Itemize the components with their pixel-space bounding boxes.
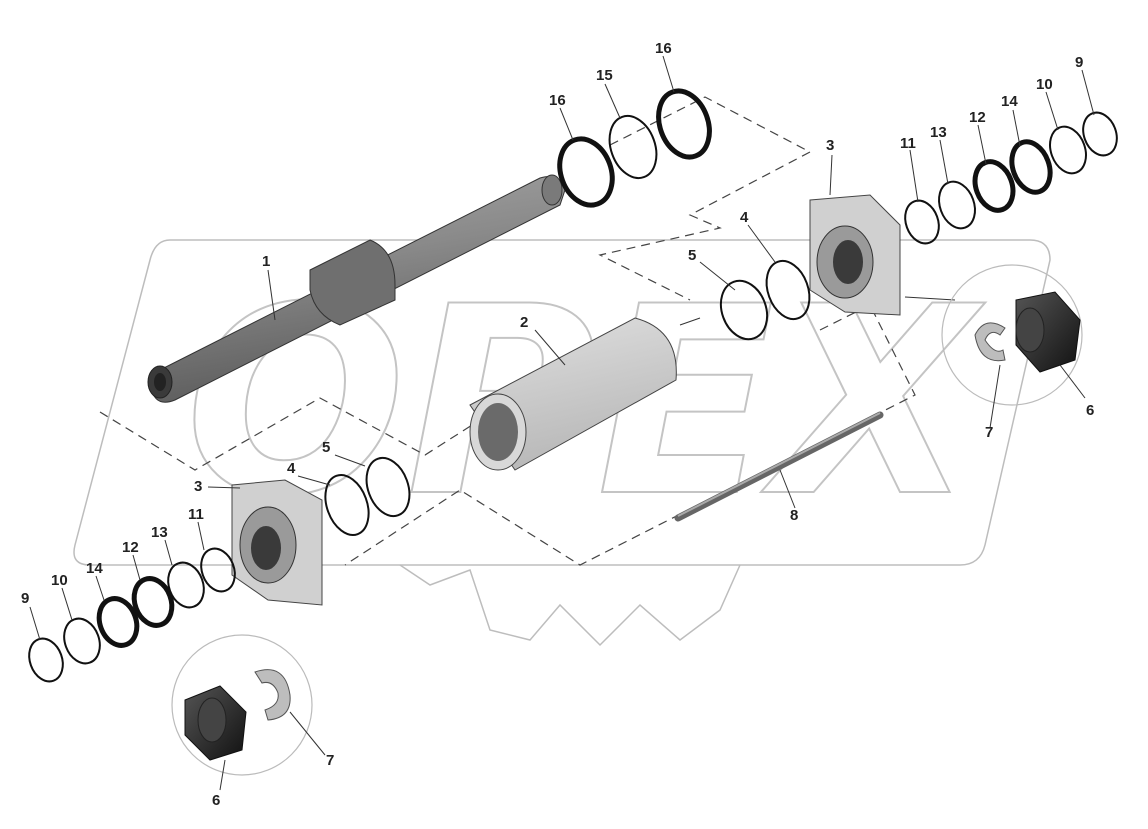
callout-12-right: 12 xyxy=(969,109,986,126)
callout-labels: 1 2 3 3 4 4 5 5 6 6 7 7 8 9 9 10 10 11 1… xyxy=(21,40,1094,809)
callout-14-left: 14 xyxy=(86,560,103,577)
shaft-part xyxy=(147,174,566,403)
callout-13-right: 13 xyxy=(930,124,947,141)
callout-9-left: 9 xyxy=(21,590,29,607)
callout-5-right: 5 xyxy=(688,247,696,264)
callout-6-right: 6 xyxy=(1086,402,1094,419)
flange-block-right xyxy=(809,194,901,316)
callout-14-right: 14 xyxy=(1001,93,1018,110)
callout-4-left: 4 xyxy=(287,460,296,477)
seal-rings-right xyxy=(904,111,1118,245)
callout-16-top: 16 xyxy=(655,40,672,57)
callout-10-left: 10 xyxy=(51,572,68,589)
callout-12-left: 12 xyxy=(122,539,139,556)
callout-5-left: 5 xyxy=(322,439,330,456)
callout-7-left: 7 xyxy=(326,752,334,769)
detail-circle-right xyxy=(941,264,1083,406)
callout-1: 1 xyxy=(262,253,270,270)
rod-part xyxy=(674,411,884,522)
callout-16-mid: 16 xyxy=(549,92,566,109)
callout-10-right: 10 xyxy=(1036,76,1053,93)
callout-15: 15 xyxy=(596,67,613,84)
detail-circle-left xyxy=(171,634,313,776)
callout-2: 2 xyxy=(520,314,528,331)
flange-block-left xyxy=(231,479,323,606)
tube-part xyxy=(469,317,677,471)
callout-3-left: 3 xyxy=(194,478,202,495)
callout-6-left: 6 xyxy=(212,792,220,809)
seal-rings-top xyxy=(557,88,712,208)
callout-13-left: 13 xyxy=(151,524,168,541)
callout-7-right: 7 xyxy=(985,424,993,441)
callout-8: 8 xyxy=(790,507,798,524)
callout-11-left: 11 xyxy=(188,506,204,523)
o-rings-left xyxy=(324,456,411,536)
callout-3-right: 3 xyxy=(826,137,834,154)
seal-rings-left xyxy=(28,547,236,683)
callout-11-right: 11 xyxy=(900,135,916,152)
callout-4-right: 4 xyxy=(740,209,749,226)
callout-9-right: 9 xyxy=(1075,54,1083,71)
o-rings-right xyxy=(719,259,811,341)
leader-lines xyxy=(29,55,1095,791)
